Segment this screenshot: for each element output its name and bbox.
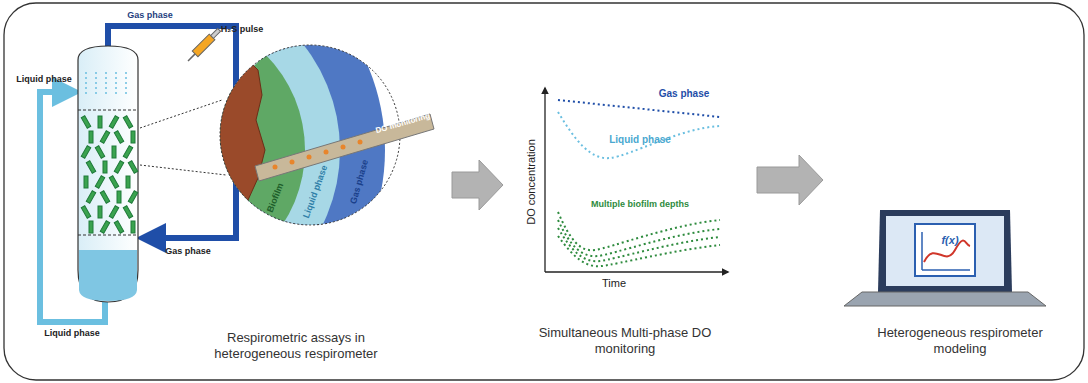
figure-label: Multiple biofilm depths <box>591 200 689 210</box>
block-arrow <box>452 160 503 210</box>
stage-caption: Heterogeneous respirometer modeling <box>875 325 1045 358</box>
stage-panel: Respirometric assays in heterogeneous re… <box>20 12 450 370</box>
stage-panel: Heterogeneous respirometer modeling <box>825 150 1070 365</box>
figure-label: Gas phase <box>165 247 211 257</box>
stage-panel: Simultaneous Multi-phase DO monitoring <box>505 70 755 365</box>
figure-label: Gas phase <box>659 88 710 99</box>
stage-caption: Respirometric assays in heterogeneous re… <box>191 330 401 363</box>
figure-label: H₂S pulse <box>221 25 264 35</box>
stage-caption: Simultaneous Multi-phase DO monitoring <box>525 325 725 358</box>
figure-label: Liquid phase <box>16 75 72 85</box>
figure-label: DO concentration <box>525 139 537 225</box>
figure-label: Time <box>602 277 626 289</box>
figure-label: f(x) <box>941 234 958 246</box>
figure-label: Liquid phase <box>44 329 100 339</box>
figure-label: Gas phase <box>127 11 173 21</box>
figure-label: Liquid phase <box>609 134 671 145</box>
block-arrow <box>757 155 823 205</box>
